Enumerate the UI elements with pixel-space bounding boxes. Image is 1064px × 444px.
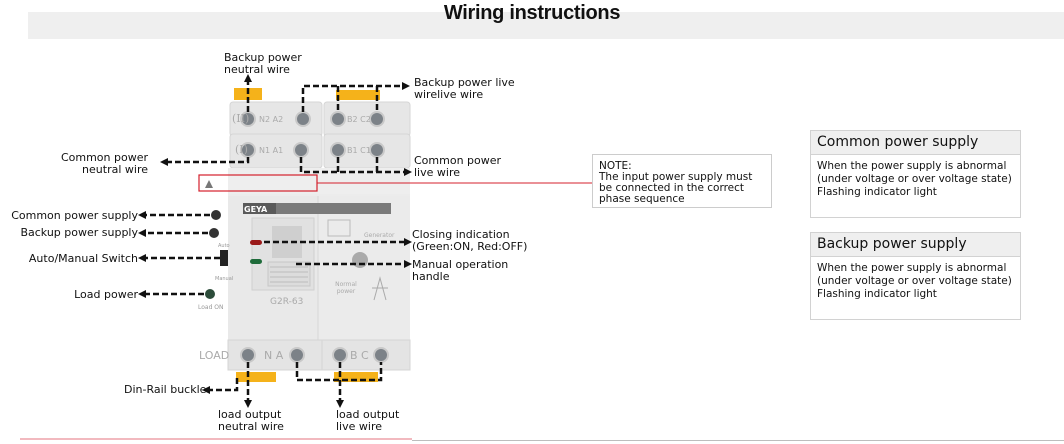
led-green — [250, 259, 262, 264]
load-power-indicator — [205, 289, 215, 299]
brand-bar — [243, 203, 391, 214]
leader-lines — [146, 82, 404, 400]
load-terminal-label: LOAD — [199, 349, 230, 362]
normal-power-label: Normal power — [335, 281, 357, 295]
label-closing-indication: Closing indication (Green:ON, Red:OFF) — [412, 228, 528, 253]
label-backup-live: Backup power live wirelive wire — [414, 76, 515, 101]
backup-supply-indicator — [209, 228, 219, 238]
info-card-body: When the power supply is abnormal (under… — [817, 262, 1012, 300]
din-clip-bottom-left — [236, 372, 276, 382]
title-bar — [28, 12, 1064, 39]
note-line: The input power supply must — [599, 171, 753, 183]
label-load-power: Load power — [74, 288, 138, 301]
manual-label: Manual — [215, 276, 234, 282]
din-clip-top-right — [336, 90, 380, 100]
terminals-b2c2: B2 C2 — [347, 115, 371, 124]
common-supply-indicator — [211, 210, 221, 220]
note-line: phase sequence — [599, 193, 685, 205]
label-manual-handle: Manual operation handle — [412, 258, 509, 283]
warning-icon — [205, 180, 213, 188]
label-din-rail: Din-Rail buckle — [124, 383, 207, 396]
phase-ii-label: (II) — [232, 112, 250, 125]
label-load-live: load output live wire — [336, 408, 400, 433]
label-load-neutral: load output neutral wire — [218, 408, 284, 433]
phase-i-label: (I) — [235, 143, 248, 156]
info-card-backup-supply: Backup power supply When the power suppl… — [810, 232, 1021, 320]
info-card-common-supply: Common power supply When the power suppl… — [810, 130, 1021, 218]
terminals-n2a2: N2 A2 — [259, 115, 284, 124]
device-right-panel — [318, 196, 410, 340]
din-clip-bottom-right — [334, 372, 378, 382]
note-heading: NOTE: — [599, 160, 632, 172]
label-common-neutral: Common power neutral wire — [60, 151, 148, 176]
phase-sequence-note: NOTE: The input power supply must be con… — [592, 154, 772, 208]
load-on-label: Load ON — [198, 304, 224, 311]
label-common-live: Common power live wire — [414, 154, 502, 179]
terminals-bc: B C — [350, 349, 369, 362]
bottom-divider — [412, 440, 1064, 441]
terminals-na: N A — [264, 349, 284, 362]
auto-label: Auto — [218, 243, 230, 249]
label-auto-manual: Auto/Manual Switch — [28, 252, 138, 265]
terminal-screws — [240, 111, 389, 363]
terminals-n1a1: N1 A1 — [259, 146, 284, 155]
brand-logo: GEYA — [244, 205, 268, 214]
handle-knob-icon — [352, 252, 368, 268]
generator-label: Generator — [364, 232, 395, 239]
bottom-divider-accent — [20, 438, 412, 440]
model-label: G2R-63 — [270, 297, 304, 307]
info-card-body: When the power supply is abnormal (under… — [817, 160, 1012, 198]
label-common-supply: Common power supply — [11, 209, 138, 222]
page-title: Wiring instructions — [443, 2, 621, 24]
info-card-title: Backup power supply — [811, 233, 1020, 257]
label-backup-supply: Backup power supply — [20, 226, 138, 239]
arrowheads — [138, 74, 412, 408]
pylon-icon — [372, 276, 388, 301]
info-card-title: Common power supply — [811, 131, 1020, 155]
note-line: be connected in the correct — [599, 182, 745, 194]
generator-icon — [327, 219, 351, 237]
auto-manual-switch — [220, 250, 228, 266]
terminals-b1c1: B1 C1 — [347, 146, 371, 155]
led-red — [250, 240, 262, 245]
label-backup-neutral: Backup power neutral wire — [224, 51, 302, 76]
